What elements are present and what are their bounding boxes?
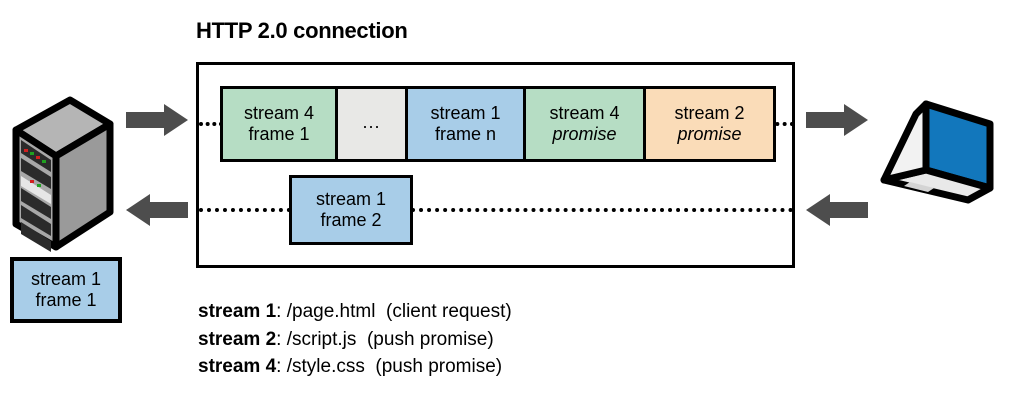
legend-note: (client request): [375, 301, 512, 322]
frame-cell: ...: [338, 89, 408, 159]
legend-path: /style.css: [286, 356, 365, 378]
frame-line2: promise: [552, 124, 617, 144]
arrow-left-icon: [806, 194, 868, 231]
frame-line2: frame 1: [35, 290, 97, 310]
frame-line1: stream 1: [30, 269, 102, 290]
laptop-icon: [872, 96, 1002, 211]
frame-line1: stream 1: [430, 103, 501, 124]
frame-line2: frame n: [434, 124, 497, 144]
legend-separator: :: [276, 328, 287, 350]
legend-separator: :: [276, 301, 287, 322]
legend-separator: :: [276, 356, 287, 378]
dotted-connector-right-top: [768, 122, 794, 126]
dotted-connector-right-bottom: [411, 208, 793, 212]
http2-connection-box: [196, 62, 795, 268]
dotted-connector-left-bottom: [199, 208, 291, 212]
legend-row: stream 2: /script.js (push promise): [198, 326, 512, 354]
arrow-right-icon: [806, 104, 868, 141]
frame-standalone-stream1-frame1: stream 1 frame 1: [10, 257, 122, 323]
server-icon: [8, 92, 118, 262]
legend-row: stream 1: /page.html (client request): [198, 298, 512, 326]
arrow-left-icon: [126, 194, 188, 231]
frame-line2: ...: [362, 111, 381, 132]
frame-line2: frame 1: [248, 124, 310, 144]
frame-stream1-frame2: stream 1 frame 2: [289, 175, 413, 245]
frame-line1: stream 4: [243, 103, 315, 124]
page-title: HTTP 2.0 connection: [196, 18, 408, 43]
frame-line2: promise: [677, 124, 742, 144]
legend: stream 1: /page.html (client request)str…: [198, 298, 512, 381]
legend-stream-label: stream 1: [198, 301, 277, 322]
frame-line1: stream 1: [315, 189, 387, 210]
frame-line2: frame 2: [320, 210, 382, 230]
legend-path: /page.html: [286, 301, 376, 322]
legend-stream-label: stream 4: [198, 356, 277, 378]
frame-line1: stream 4: [549, 103, 620, 124]
legend-path: /script.js: [286, 328, 357, 350]
arrow-right-icon: [126, 104, 188, 141]
legend-note: (push promise): [356, 328, 494, 350]
legend-stream-label: stream 2: [198, 328, 277, 350]
dotted-connector-left-top: [199, 122, 223, 126]
legend-row: stream 4: /style.css (push promise): [198, 353, 512, 381]
legend-note: (push promise): [364, 356, 503, 378]
frame-line1: stream 2: [674, 103, 745, 124]
